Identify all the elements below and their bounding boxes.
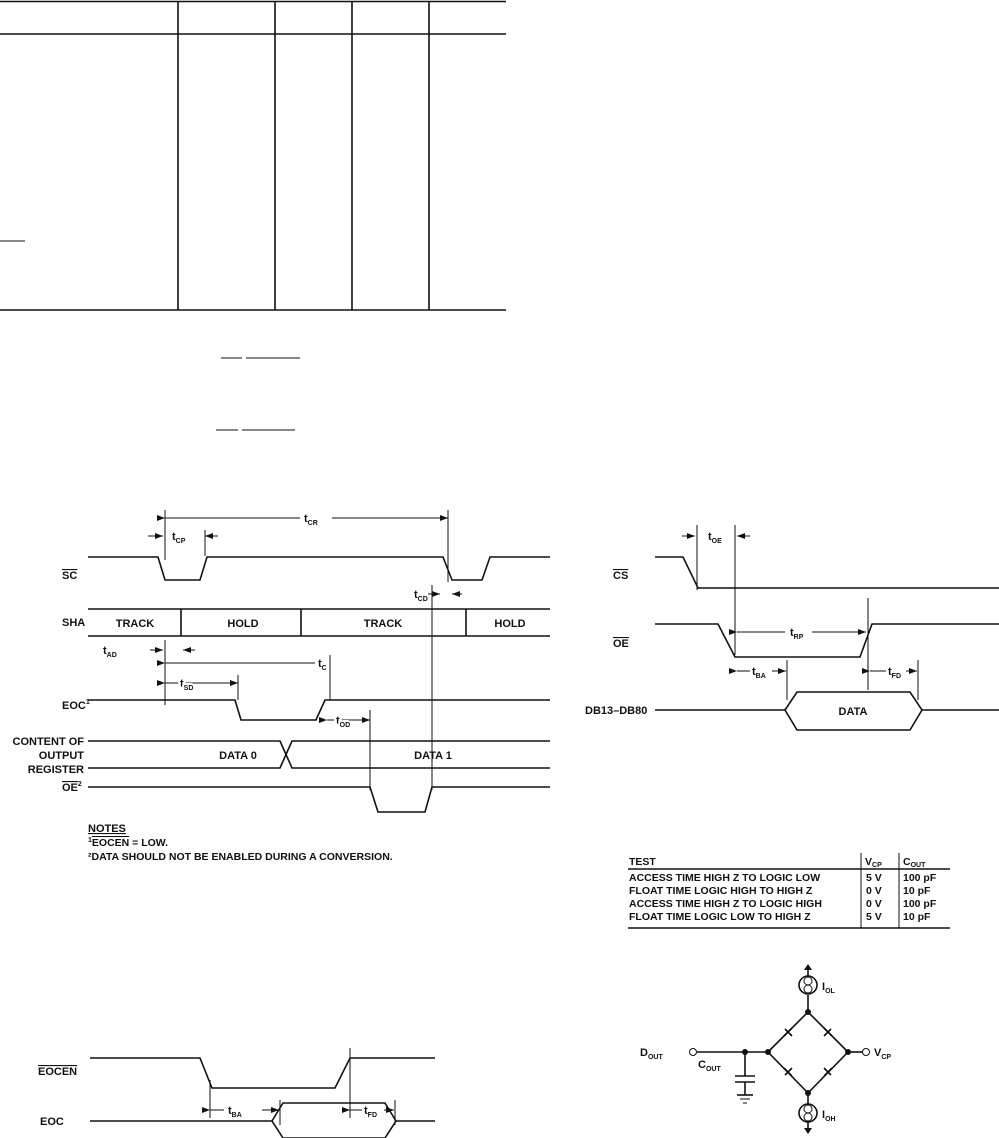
sha-state: HOLD [494,618,525,630]
param-tad: tAD [103,645,117,659]
eocen-timing-diagram: EOCEN tBA tFD EOC [38,1048,435,1138]
svg-text:FLOAT TIME LOGIC LOW TO HIGH Z: FLOAT TIME LOGIC LOW TO HIGH Z [629,911,811,923]
sha-state: TRACK [116,618,155,630]
signal-content-line2: OUTPUT [39,750,85,762]
sha-bus [88,608,550,637]
svg-text:FLOAT TIME LOGIC HIGH TO HIGH: FLOAT TIME LOGIC HIGH TO HIGH Z [629,885,813,897]
diode-icons [783,1027,833,1077]
signal-sha: SHA [62,617,85,629]
svg-text:ACCESS TIME HIGH Z TO LOGIC HI: ACCESS TIME HIGH Z TO LOGIC HIGH [629,898,822,910]
signal-content-line3: REGISTER [28,764,84,776]
table-row: ACCESS TIME HIGH Z TO LOGIC LOW 5 V 100 pF [629,872,937,884]
header-test: TEST [629,856,656,868]
header-vcp: VCP [865,856,882,869]
param-tba: tBA [752,666,766,680]
param-tfd: tFD [364,1105,377,1119]
signal-eoc: EOC1 [62,699,90,712]
register-data: DATA 1 [414,750,452,762]
conversion-timing-diagram: tCR tCP SC tCD SHA TRACK HOLD TRACK HOLD… [13,510,550,863]
note-1: 1EOCEN = LOW. [88,837,168,849]
notes-title: NOTES [88,823,126,835]
sha-state: HOLD [227,618,258,630]
sha-state: TRACK [364,618,403,630]
signal-oe: OE2 [62,781,82,794]
diode-bridge [766,1010,850,1095]
signal-cs: CS [613,570,628,582]
svg-text:0 V: 0 V [866,898,882,910]
param-trp: tRP [790,627,804,641]
label-vcp: VCP [874,1047,891,1061]
oe-waveform [655,623,999,658]
header-cout: COUT [903,856,926,869]
svg-text:0 V: 0 V [866,885,882,897]
param-tcr: tCR [304,513,318,527]
signal-content-output-register: CONTENT OF [13,736,85,748]
svg-text:ACCESS TIME HIGH Z TO LOGIC LO: ACCESS TIME HIGH Z TO LOGIC LOW [629,872,820,884]
svg-text:5 V: 5 V [866,872,882,884]
oe-waveform [88,786,550,813]
svg-text:100 pF: 100 pF [903,872,937,884]
eoc-valid-window [271,1102,397,1138]
param-tfd: tFD [888,666,901,680]
label-dout: DOUT [640,1047,663,1061]
param-tcp: tCP [172,531,186,545]
load-circuit: DOUT COUT IOL IOH VCP [640,964,891,1134]
signal-eocen: EOCEN [38,1066,77,1078]
svg-text:100 pF: 100 pF [903,898,937,910]
test-conditions-table: TEST VCP COUT ACCESS TIME HIGH Z TO LOGI… [628,853,950,929]
svg-text:10 pF: 10 pF [903,885,931,897]
note-2: ²DATA SHOULD NOT BE ENABLED DURING A CON… [88,851,393,863]
eocen-waveform [90,1057,435,1089]
eoc-waveform [88,699,550,721]
signal-eoc: EOC [40,1116,64,1128]
data-label: DATA [839,706,868,718]
cs-waveform [655,556,999,589]
label-cout: COUT [698,1059,721,1073]
param-toe: tOE [708,531,722,545]
table-row: FLOAT TIME LOGIC HIGH TO HIGH Z 0 V 10 pF [629,885,931,897]
param-tod: tOD [336,715,350,729]
signal-oe: OE [613,638,629,650]
svg-text:5 V: 5 V [866,911,882,923]
table-row: FLOAT TIME LOGIC LOW TO HIGH Z 5 V 10 pF [629,911,931,923]
register-data: DATA 0 [219,750,257,762]
spec-table [0,0,506,311]
param-tba: tBA [228,1105,242,1119]
overline-marks [216,357,300,431]
table-row: ACCESS TIME HIGH Z TO LOGIC HIGH 0 V 100 p… [629,898,937,910]
register-bus [88,740,550,769]
param-tsd: tSD [180,678,193,692]
read-timing-diagram: tOE CS tRP OE tBA tFD DB13–DB80 DATA [585,525,999,731]
param-tcd: tCD [414,589,428,603]
signal-sc: SC [62,570,77,582]
signal-db: DB13–DB80 [585,705,647,717]
sc-waveform [88,556,550,581]
svg-text:10 pF: 10 pF [903,911,931,923]
label-iol: IOL [822,981,836,995]
label-ioh: IOH [822,1109,836,1123]
param-tc: tC [318,658,327,672]
